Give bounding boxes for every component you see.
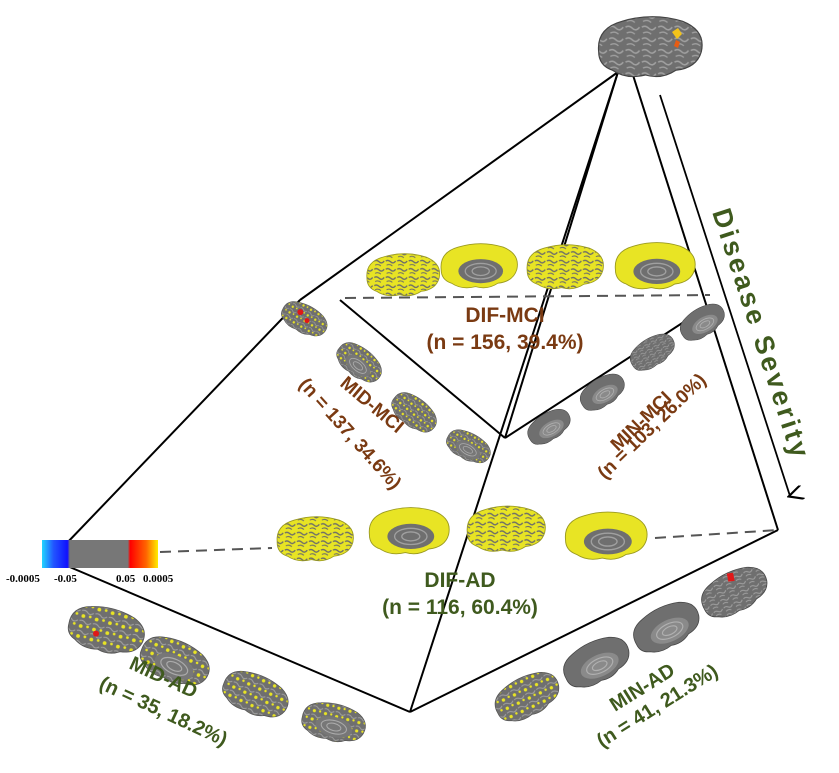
brain-surface-icon <box>276 516 354 562</box>
dif-mci-label: DIF-MCI (n = 156, 39.4%) <box>427 304 584 354</box>
dif-ad-name: DIF-AD <box>424 569 495 592</box>
colorbar-tick-max: 0.0005 <box>143 573 174 585</box>
apex-to-ad-center-line <box>409 71 619 713</box>
brain-surface-icon <box>694 558 775 625</box>
pyramid-lines <box>64 71 779 713</box>
brain-surface-icon <box>526 244 604 290</box>
brain-surface-icon <box>487 663 567 729</box>
mid-mci-label: MID-MCI (n = 137, 34.6%) <box>294 373 407 494</box>
dif-ad-label: DIF-AD (n = 116, 60.4%) <box>382 569 538 619</box>
brain-surface-icon <box>368 506 450 555</box>
mid-mci-edge <box>339 299 506 439</box>
mid-ad-edge <box>64 564 411 713</box>
dashed-lines <box>159 294 779 553</box>
brain-surface-icon <box>625 593 707 661</box>
min-mci-edge <box>504 304 711 439</box>
brain-surface-icon <box>276 294 333 344</box>
dif-mci-brains <box>366 241 696 297</box>
severity-label: Disease Severity <box>706 205 816 464</box>
dif-ad-stats: (n = 116, 60.4%) <box>382 596 538 619</box>
colorbar-tick-min: -0.0005 <box>6 573 40 585</box>
apex-to-dif-mci-line <box>299 71 619 301</box>
min-ad-edge <box>409 529 779 713</box>
brain-surface-icon <box>366 253 441 297</box>
colorbar-tick-neg: -0.05 <box>54 573 77 585</box>
brain-surface-icon <box>440 242 519 289</box>
brain-surface-icon <box>597 16 703 78</box>
dif-mci-dashed-line <box>344 294 711 299</box>
brain-surface-icon <box>674 297 731 347</box>
brain-surface-icon <box>614 241 696 290</box>
mid-ad-brains <box>63 598 371 750</box>
dif-ad-dashed-line <box>654 529 779 539</box>
severity-arrow <box>659 94 790 496</box>
brain-surface-icon <box>63 598 150 662</box>
mid-ad-label: MID-AD (n = 35, 18.2%) <box>96 653 231 751</box>
mid-mci-brains <box>276 294 496 471</box>
dif-mci-stats: (n = 156, 39.4%) <box>427 331 584 354</box>
brain-surface-icon <box>466 505 546 552</box>
brain-surface-icon <box>441 422 496 471</box>
colorbar-tick-pos: 0.05 <box>116 573 136 585</box>
dif-mci-to-colorbar-line <box>64 299 301 546</box>
apex-to-right-line <box>631 71 779 531</box>
brain-surface-icon <box>297 695 371 750</box>
colorbar-gradient <box>42 540 158 568</box>
dif-mci-name: DIF-MCI <box>465 304 544 327</box>
min-ad-brains <box>487 558 775 729</box>
brain-surface-icon <box>216 662 296 727</box>
brain-surface-icon <box>624 327 681 377</box>
brain-surface-icon <box>564 511 648 561</box>
colorbar-dashed-line <box>159 547 273 553</box>
brain-surface-icon <box>555 628 637 696</box>
colorbar: -0.0005 -0.05 0.05 0.0005 <box>6 540 174 585</box>
